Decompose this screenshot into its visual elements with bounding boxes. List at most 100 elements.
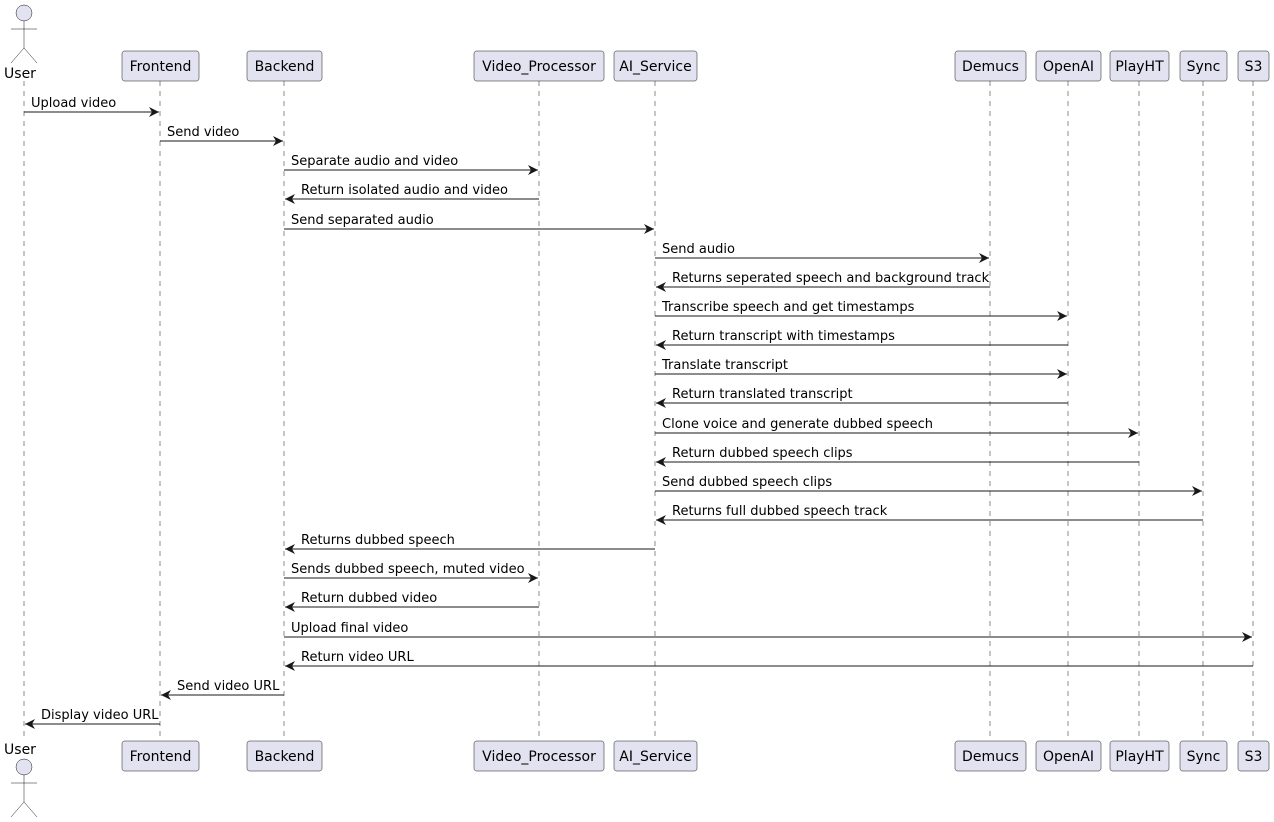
participant-box — [1035, 50, 1102, 82]
participant-frontend-bottom: Frontend — [121, 740, 200, 772]
participant-label: Video_Processor — [482, 749, 596, 765]
message-label: Send video — [167, 125, 239, 140]
participant-ai-service-top: AI_Service — [613, 50, 698, 82]
message: Return dubbed speech clips — [656, 446, 1139, 467]
message: Return transcript with timestamps — [656, 329, 1068, 350]
message-label: Returns dubbed speech — [301, 533, 455, 548]
participant-label: User — [4, 66, 36, 82]
participant-label: Sync — [1187, 59, 1221, 75]
message-label: Clone voice and generate dubbed speech — [662, 417, 933, 432]
participant-label: Demucs — [962, 749, 1019, 765]
message: Clone voice and generate dubbed speech — [655, 417, 1138, 438]
message-label: Send separated audio — [291, 213, 434, 228]
participant-box — [473, 740, 605, 772]
participant-label: PlayHT — [1115, 749, 1164, 765]
message-label: Upload final video — [291, 621, 408, 636]
message: Send video URL — [161, 679, 284, 700]
participant-box — [121, 50, 200, 82]
participant-box — [1035, 740, 1102, 772]
participant-label: AI_Service — [619, 59, 691, 75]
participant-box — [246, 740, 323, 772]
message: Upload final video — [284, 621, 1252, 642]
message-label: Return translated transcript — [672, 387, 853, 402]
participant-ai-service-bottom: AI_Service — [613, 740, 698, 772]
message: Send video — [160, 125, 283, 146]
message: Return isolated audio and video — [285, 183, 539, 204]
lifelines — [23, 81, 1254, 741]
actor-icon — [10, 4, 38, 64]
message: Separate audio and video — [284, 154, 538, 175]
message: Upload video — [24, 96, 159, 117]
participant-label: User — [4, 742, 36, 758]
participant-box — [613, 50, 698, 82]
participant-label: Frontend — [130, 59, 192, 75]
participant-box — [1109, 740, 1170, 772]
participant-box — [246, 50, 323, 82]
participant-box — [613, 740, 698, 772]
message-label: Send dubbed speech clips — [662, 475, 832, 490]
message-label: Translate transcript — [661, 358, 788, 373]
participant-label: S3 — [1245, 59, 1263, 75]
message: Send separated audio — [284, 213, 654, 234]
participant-label: Sync — [1187, 749, 1221, 765]
participant-box — [1237, 740, 1270, 772]
participant-label: PlayHT — [1115, 59, 1164, 75]
message: Send dubbed speech clips — [655, 475, 1202, 496]
message-label: Return transcript with timestamps — [672, 329, 895, 344]
participant-label: Demucs — [962, 59, 1019, 75]
participants-top: User Frontend Backend Video_Processor AI_Ser… — [4, 4, 1270, 82]
message: Translate transcript — [655, 358, 1067, 379]
message-label: Returns full dubbed speech track — [672, 504, 888, 519]
message-label: Returns seperated speech and background … — [672, 271, 990, 286]
participant-user-bottom: User — [4, 742, 38, 818]
participant-backend-bottom: Backend — [246, 740, 323, 772]
participant-s3-top: S3 — [1237, 50, 1270, 82]
participant-label: Backend — [255, 59, 315, 75]
participant-openai-top: OpenAI — [1035, 50, 1102, 82]
participant-openai-bottom: OpenAI — [1035, 740, 1102, 772]
participant-backend-top: Backend — [246, 50, 323, 82]
message: Returns seperated speech and background … — [656, 271, 990, 292]
participant-box — [1179, 50, 1228, 82]
message-label: Return dubbed video — [301, 591, 437, 606]
message-label: Upload video — [31, 96, 116, 111]
participant-frontend-top: Frontend — [121, 50, 200, 82]
message-label: Sends dubbed speech, muted video — [291, 562, 525, 577]
participant-box — [473, 50, 605, 82]
participant-sync-bottom: Sync — [1179, 740, 1228, 772]
message: Transcribe speech and get timestamps — [655, 300, 1067, 321]
participant-label: S3 — [1245, 749, 1263, 765]
participant-label: Video_Processor — [482, 59, 596, 75]
message-label: Display video URL — [41, 708, 159, 723]
participant-box — [1109, 50, 1170, 82]
message: Display video URL — [25, 708, 160, 729]
participant-s3-bottom: S3 — [1237, 740, 1270, 772]
participant-box — [121, 740, 200, 772]
participant-label: Frontend — [130, 749, 192, 765]
participant-label: AI_Service — [619, 749, 691, 765]
message: Return video URL — [285, 650, 1253, 671]
message: Return dubbed video — [285, 591, 539, 612]
participant-label: OpenAI — [1043, 749, 1094, 765]
participants-bottom: User Frontend Backend Video_Processor AI_Ser… — [4, 740, 1270, 818]
message-label: Send video URL — [177, 679, 280, 694]
message-label: Return isolated audio and video — [301, 183, 508, 198]
message: Return translated transcript — [656, 387, 1068, 408]
message-label: Transcribe speech and get timestamps — [661, 300, 915, 315]
participant-video-processor-top: Video_Processor — [473, 50, 605, 82]
participant-playht-bottom: PlayHT — [1109, 740, 1170, 772]
message-label: Separate audio and video — [291, 154, 458, 169]
message-label: Return video URL — [301, 650, 414, 665]
participant-box — [1237, 50, 1270, 82]
participant-label: Backend — [255, 749, 315, 765]
participant-box — [954, 740, 1027, 772]
participant-box — [1179, 740, 1228, 772]
message: Sends dubbed speech, muted video — [284, 562, 538, 583]
participant-box — [954, 50, 1027, 82]
participant-user-top: User — [4, 4, 38, 82]
message: Returns dubbed speech — [285, 533, 655, 554]
participant-video-processor-bottom: Video_Processor — [473, 740, 605, 772]
